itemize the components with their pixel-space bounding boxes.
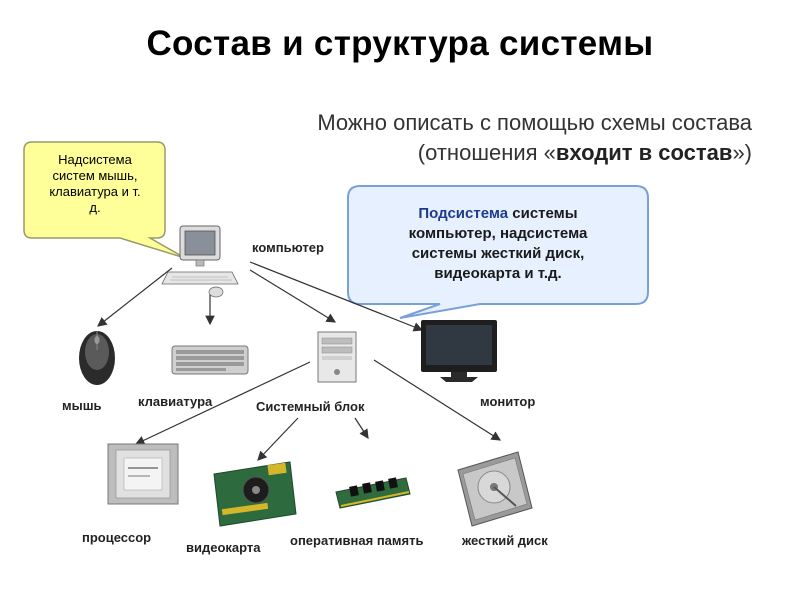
subtitle-line-1: Можно описать с помощью схемы состава (317, 110, 752, 135)
mouse-icon (79, 331, 115, 385)
slide-title: Состав и структура системы (146, 24, 654, 63)
slide-subtitle: Можно описать с помощью схемы состава (о… (317, 108, 752, 168)
hdd-icon (457, 451, 533, 527)
label-hdd: жесткий диск (462, 533, 548, 548)
processor-icon (107, 443, 179, 505)
arrow-computer-sysunit (249, 269, 337, 323)
arrow-computer-monitor (249, 261, 424, 332)
callout-right-text: Подсистема системы компьютер, надсистема… (408, 205, 588, 282)
callout-left-text: Надсистема систем мышь, клавиатура и т. … (49, 152, 141, 215)
computer-icon (161, 225, 239, 298)
ram-icon (335, 477, 411, 509)
system-unit-icon (317, 331, 357, 383)
label-videocard: видеокарта (186, 540, 261, 555)
arrow-sysunit-ram (354, 417, 369, 440)
label-computer: компьютер (252, 240, 324, 255)
keyboard-icon (171, 345, 249, 375)
videocard-icon (213, 461, 297, 527)
callout-left (23, 141, 186, 259)
arrows (97, 261, 502, 461)
label-monitor: монитор (480, 394, 536, 409)
arrow-sysunit-hdd (373, 359, 502, 441)
monitor-icon (421, 320, 497, 382)
label-keyboard: клавиатура (138, 394, 213, 409)
label-processor: процессор (82, 530, 152, 545)
arrow-sysunit-videocard (257, 417, 299, 461)
callout-right (347, 185, 649, 319)
label-system-unit: Системный блок (256, 399, 365, 414)
arrow-computer-mouse (97, 267, 173, 327)
label-ram: оперативная память (290, 533, 424, 548)
arrow-sysunit-processor (134, 361, 311, 445)
subtitle-line-2: (отношения «входит в состав») (417, 140, 752, 165)
callout-right-keyword: Подсистема (418, 205, 509, 222)
label-mouse: мышь (62, 398, 102, 413)
